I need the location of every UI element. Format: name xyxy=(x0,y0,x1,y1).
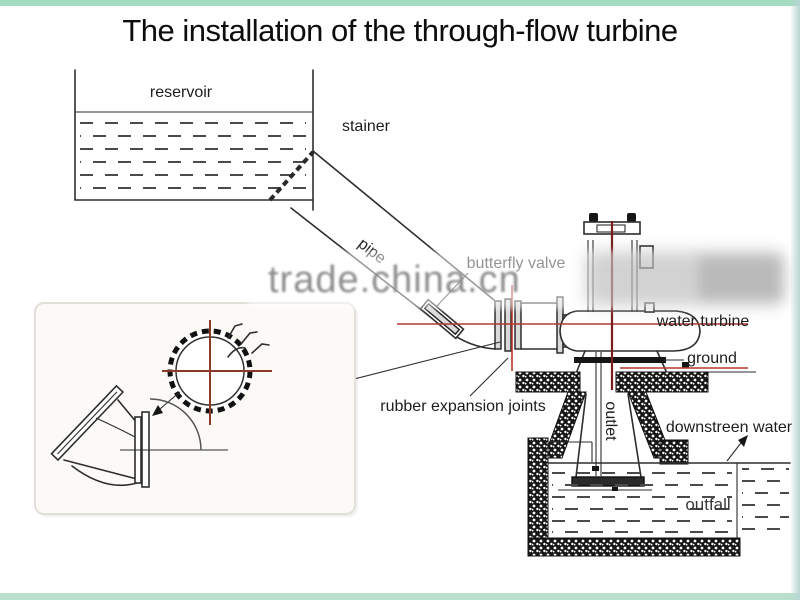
label-reservoir: reservoir xyxy=(150,84,213,101)
pipe-cross-section-circle xyxy=(162,320,272,425)
label-water-turbine: water turbine xyxy=(656,313,750,330)
label-outlet: outlet xyxy=(602,401,619,441)
watermark-smudge-2 xyxy=(699,256,783,300)
downstream-water-arrow xyxy=(726,435,748,462)
top-border-strip xyxy=(0,0,800,6)
reservoir-tank xyxy=(74,69,315,211)
watermark-blur-band xyxy=(248,251,800,309)
basin-water-dashes xyxy=(552,468,789,533)
ground-surface xyxy=(515,371,756,393)
label-downstreen-water: downstreen water xyxy=(666,419,793,436)
label-rubber-expansion-joints: rubber expansion joints xyxy=(380,398,545,415)
label-ground: ground xyxy=(687,350,737,367)
right-border-strip xyxy=(791,0,800,600)
watermark-text: trade.china.cn xyxy=(268,259,521,301)
tailrace-basin xyxy=(527,437,791,557)
inset-detail-box xyxy=(34,302,358,517)
strainer-screen xyxy=(268,150,315,202)
reservoir-water-dashes xyxy=(80,122,306,189)
bottom-border-strip xyxy=(0,593,800,600)
inset-internal-arrow xyxy=(152,391,181,416)
diagram-title: The installation of the through-flow tur… xyxy=(122,13,678,48)
intake-pipe-detail xyxy=(50,384,228,488)
watermark-smudge xyxy=(586,251,784,306)
label-outfall: outfall xyxy=(685,495,730,514)
water-turbine-body xyxy=(559,240,701,476)
label-stainer: stainer xyxy=(342,118,391,135)
